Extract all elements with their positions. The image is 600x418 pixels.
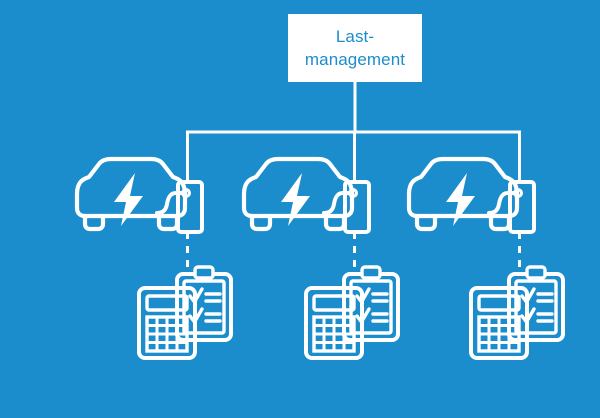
node-group-2 xyxy=(244,159,400,360)
charging-station-icon xyxy=(322,180,371,234)
page-title: Last- management xyxy=(304,27,406,69)
clipboard-checklist-icon xyxy=(175,265,233,342)
calculator-icon xyxy=(469,286,529,360)
clipboard-checklist-icon xyxy=(342,265,400,342)
electric-car-icon xyxy=(77,159,185,229)
calculator-icon xyxy=(137,286,197,360)
connector-drop-lines xyxy=(186,132,521,182)
connector-dashed-links xyxy=(186,232,521,272)
charging-station-icon xyxy=(155,180,204,234)
electric-car-icon xyxy=(409,159,517,229)
node-group-3 xyxy=(409,159,565,360)
calculator-icon xyxy=(304,286,364,360)
load-management-title-box: Last- management xyxy=(288,14,422,82)
node-group-1 xyxy=(77,159,233,360)
charging-station-icon xyxy=(487,180,536,234)
clipboard-checklist-icon xyxy=(507,265,565,342)
electric-car-icon xyxy=(244,159,352,229)
